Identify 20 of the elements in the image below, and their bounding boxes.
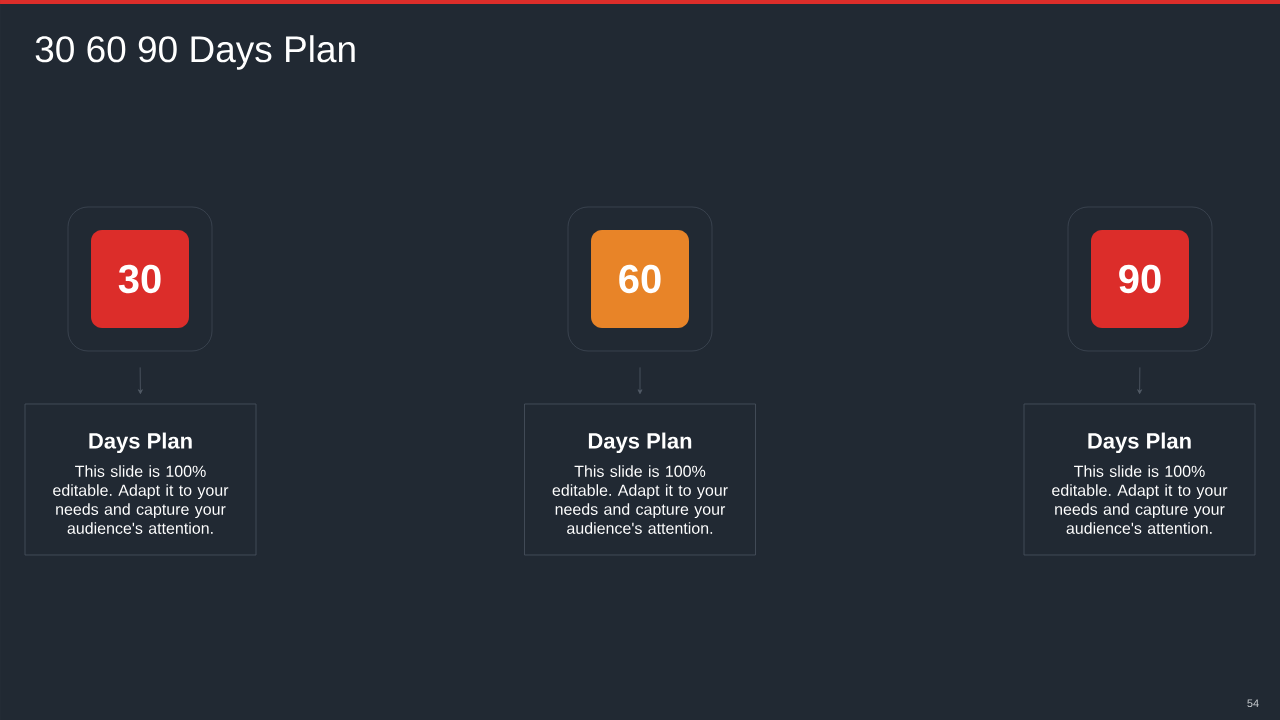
text-box [1023, 403, 1256, 556]
text-box [524, 403, 756, 556]
description: This slide is 100% editable. Adapt it to your needs and capture your audience's attention. [1052, 465, 1228, 534]
heading: Days Plan [588, 432, 692, 454]
rounded-frame [67, 206, 213, 352]
number-tile: 60 [591, 230, 689, 328]
number-tile: 90 [1091, 230, 1189, 328]
rounded-frame [1067, 206, 1213, 352]
heading: Days Plan [1088, 432, 1191, 454]
slide-title: 30 60 90 Days Plan [35, 35, 355, 70]
page-number: 54 [1247, 699, 1259, 708]
description: This slide is 100% editable. Adapt it to your needs and capture your audience's attention. [552, 465, 728, 534]
number-tile: 30 [91, 230, 189, 328]
text-box [24, 403, 257, 556]
arrow [637, 367, 643, 395]
arrow [1137, 367, 1143, 395]
description: This slide is 100% editable. Adapt it to your needs and capture your audience's attention. [53, 465, 229, 534]
arrow [137, 367, 143, 395]
heading: Days Plan [89, 432, 192, 454]
rounded-frame [567, 206, 713, 352]
